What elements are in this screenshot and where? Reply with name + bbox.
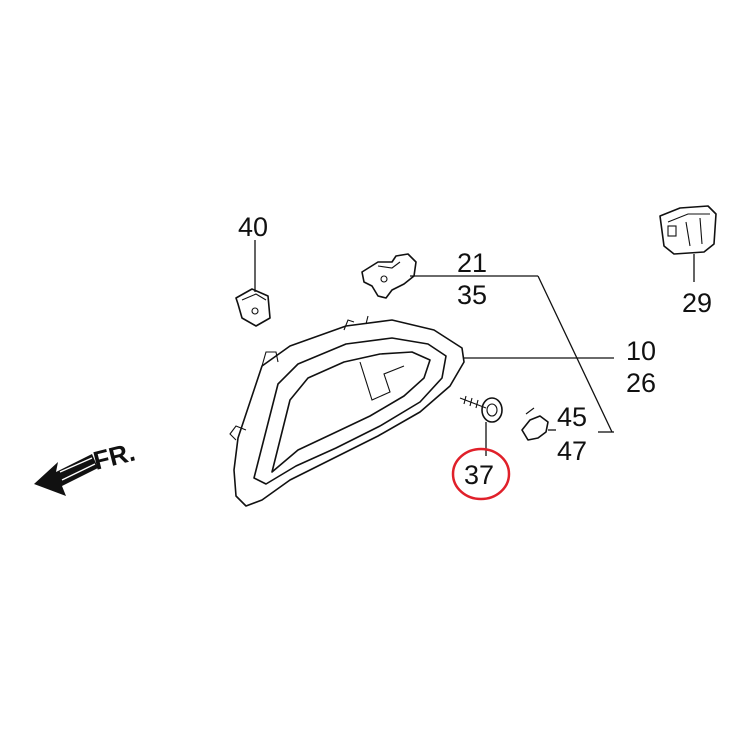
front-arrow-icon [34,454,98,496]
screw-37-icon [459,395,503,456]
label-37: 37 [464,460,494,490]
highlight-circle-37 [451,447,511,501]
label-47: 47 [557,436,587,466]
clip-40-icon [235,240,271,327]
label-21: 21 [457,248,487,278]
clip-45-icon [521,407,614,441]
label-26: 26 [626,368,656,398]
bracket-21-icon [361,253,613,433]
label-29: 29 [682,288,712,318]
label-10: 10 [626,336,656,366]
front-direction-label: FR. [90,437,138,476]
label-45: 45 [557,402,587,432]
clip-29-icon [659,205,717,282]
label-40: 40 [238,212,268,242]
handle-case-icon [229,315,614,507]
label-35: 35 [457,280,487,310]
